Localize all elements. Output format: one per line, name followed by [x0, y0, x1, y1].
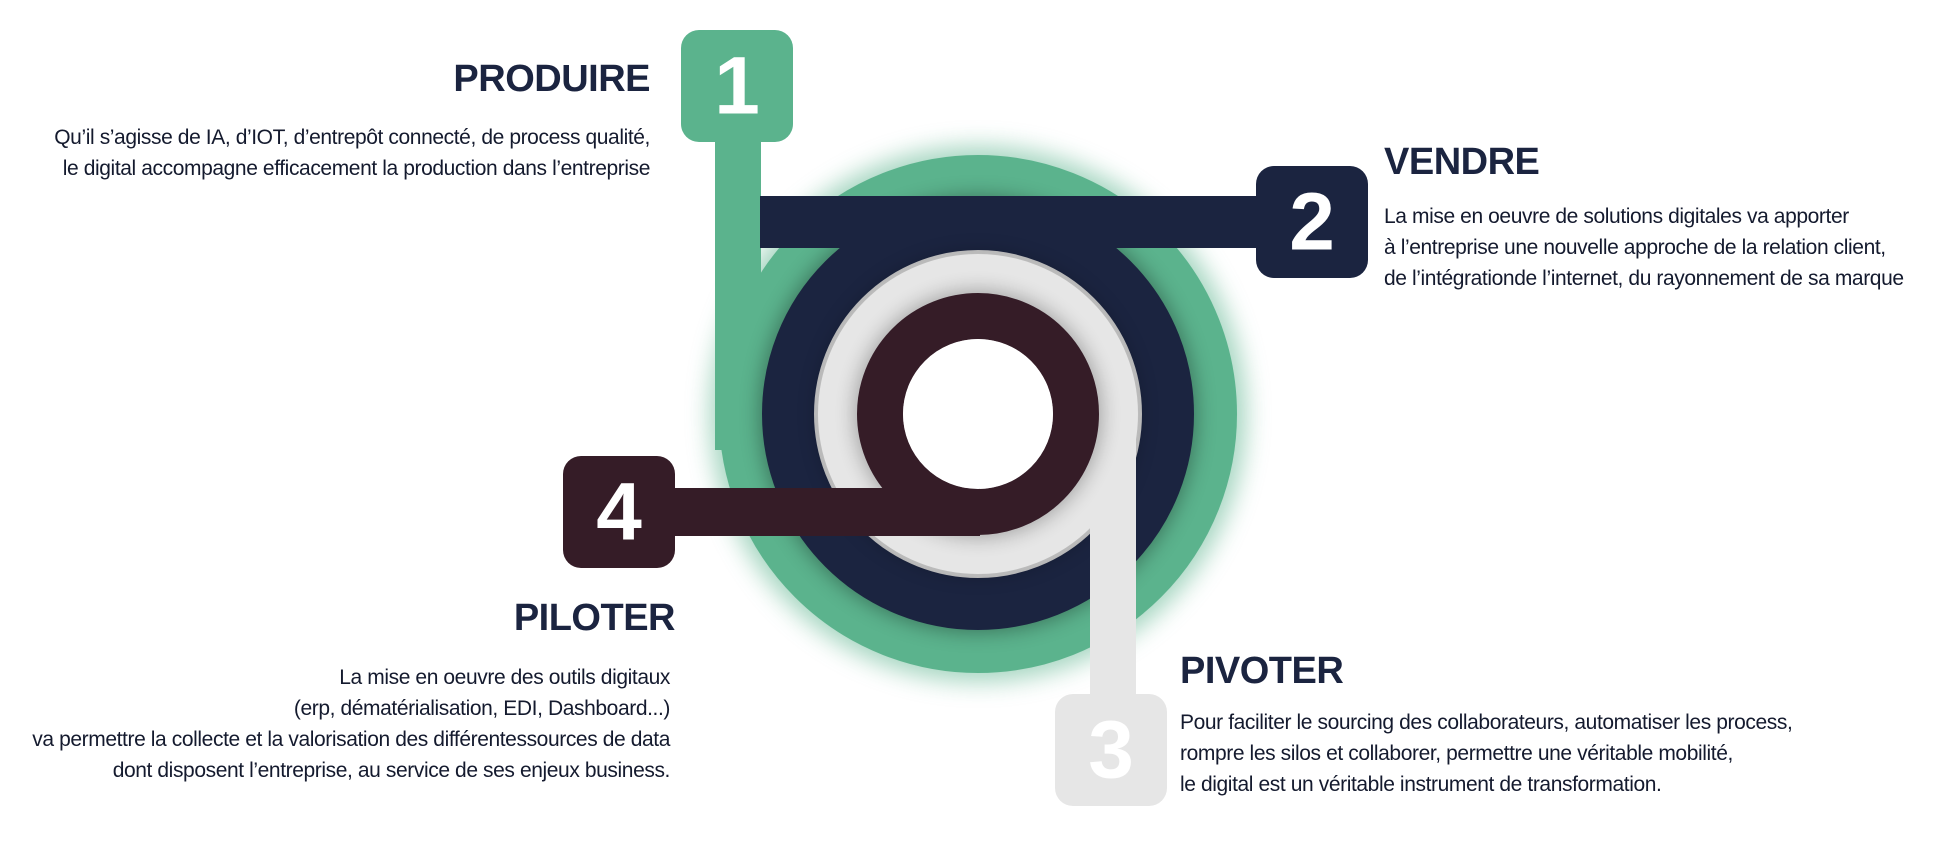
badge-3-number: 3 [1088, 705, 1134, 796]
pivoter-description: Pour faciliter le sourcing des collabora… [1180, 707, 1793, 800]
piloter-description: La mise en oeuvre des outils digitaux (e… [32, 662, 670, 786]
gray-connector [1090, 400, 1136, 740]
badge-1: 1 [681, 30, 793, 142]
piloter-line: dont disposent l’entreprise, au service … [112, 759, 671, 782]
piloter-title: PILOTER [513, 597, 676, 639]
pivoter-line: rompre les silos et collaborer, permettr… [1180, 742, 1733, 765]
badge-4: 4 [563, 456, 675, 568]
vendre-line: de l’intégrationde l’internet, du rayonn… [1384, 267, 1904, 290]
green-connector [715, 90, 761, 450]
produire-line: le digital accompagne efficacement la pr… [62, 157, 651, 180]
vendre-line: à l’entreprise une nouvelle approche de … [1384, 236, 1886, 259]
piloter-line: (erp, dématérialisation, EDI, Dashboard.… [293, 697, 671, 720]
badge-1-number: 1 [714, 41, 760, 132]
center-hole [903, 339, 1053, 489]
badge-2-number: 2 [1289, 177, 1335, 268]
badge-3: 3 [1055, 694, 1167, 806]
produire-line: Qu’il s’agisse de IA, d’IOT, d’entrepôt … [54, 126, 650, 149]
piloter-line: La mise en oeuvre des outils digitaux [339, 666, 670, 689]
navy-connector [760, 196, 1320, 248]
plum-connector [640, 488, 980, 536]
badge-2: 2 [1256, 166, 1368, 278]
pivoter-line: Pour faciliter le sourcing des collabora… [1180, 711, 1793, 734]
pivoter-line: le digital est un véritable instrument d… [1180, 773, 1662, 796]
produire-title: PRODUIRE [453, 58, 650, 100]
vendre-title: VENDRE [1384, 141, 1540, 183]
vendre-description: La mise en oeuvre de solutions digitales… [1384, 201, 1904, 294]
badge-4-number: 4 [596, 467, 642, 558]
vendre-line: La mise en oeuvre de solutions digitales… [1384, 205, 1849, 228]
pivoter-title: PIVOTER [1180, 650, 1344, 692]
piloter-line: va permettre la collecte et la valorisat… [32, 728, 670, 751]
produire-description: Qu’il s’agisse de IA, d’IOT, d’entrepôt … [54, 122, 650, 184]
